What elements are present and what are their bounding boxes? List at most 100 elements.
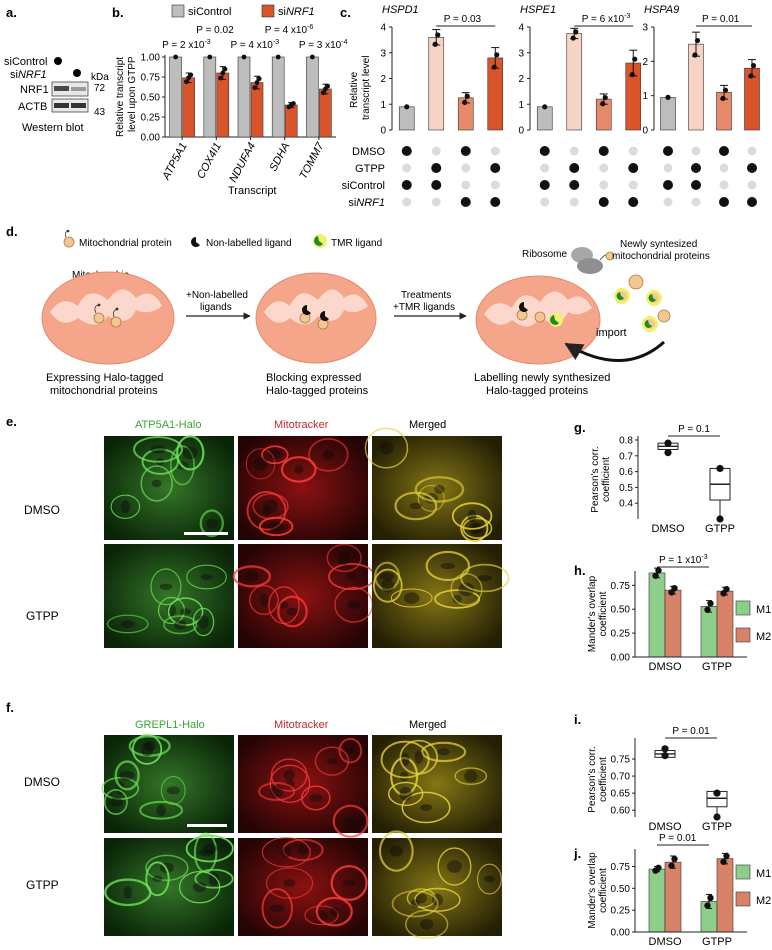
cell-nucleus [283, 769, 295, 781]
cell-outline [268, 586, 300, 625]
h-point [723, 585, 730, 593]
dot-filled [460, 146, 471, 156]
cell-outline [315, 896, 353, 927]
dot-empty [431, 146, 441, 156]
cell-outline [110, 494, 141, 519]
cell-nucleus [342, 879, 356, 887]
cell-outline [265, 867, 314, 899]
cell-nucleus [262, 505, 271, 516]
dot-filled [401, 146, 412, 156]
c-ylabel-2: transcript level [361, 56, 372, 120]
c-ytick-label: 2 [642, 57, 648, 68]
import-arrow [564, 340, 666, 362]
point [632, 56, 638, 62]
j-ylabel-1: Mander's overlap [587, 852, 598, 929]
cell-nucleus [245, 571, 259, 582]
dot-empty [599, 180, 609, 190]
point [320, 90, 326, 96]
c-bar [660, 97, 676, 131]
point [252, 85, 258, 91]
cell-outline [261, 888, 293, 929]
b-category-label: ATP5A1 [160, 141, 190, 183]
panel-e-label: e. [6, 414, 17, 429]
cell-nucleus [120, 500, 131, 514]
h-bar-m1 [648, 572, 666, 658]
cell-outline [330, 865, 368, 901]
cell-outline [388, 781, 424, 807]
b-ytick-label: 0.50 [141, 93, 161, 104]
j-bar-m1 [648, 868, 666, 933]
cell-outline [150, 568, 182, 606]
dot-filled [747, 197, 757, 207]
c-ytick-label: 3 [518, 48, 524, 59]
e-col-label-2: Mitotracker [274, 419, 329, 431]
cell-nucleus [208, 871, 220, 886]
panel-g-label: g. [574, 420, 586, 435]
cell-outline [139, 800, 184, 820]
point [720, 95, 726, 102]
i-category-label: GTPP [702, 821, 732, 833]
point [722, 87, 729, 93]
cell-nucleus [152, 875, 163, 882]
point [222, 66, 228, 72]
cell-outline [326, 543, 362, 573]
cell-nucleus [108, 797, 124, 807]
cell-outline [338, 737, 363, 764]
point [494, 52, 500, 58]
cell-outline [131, 734, 163, 765]
j-legend-swatch [735, 864, 751, 880]
point [325, 83, 330, 89]
arrow2-line2: +TMR ligands [393, 302, 455, 313]
cell-nucleus [389, 845, 404, 857]
j-ytick-label: 0.25 [611, 906, 631, 917]
h-ylabel-2: coefficient [598, 591, 609, 636]
dot-filled [569, 163, 580, 173]
c-p-value: P = 6 x10-3 [582, 13, 631, 25]
dot-row-label: GTPP [355, 163, 385, 175]
h-legend-swatch [735, 627, 751, 643]
cell-nucleus [399, 771, 409, 782]
i-ytick-label: 0.70 [611, 772, 631, 783]
cell-nucleus [279, 601, 289, 609]
cell-nucleus [409, 502, 423, 510]
j-point [668, 862, 675, 869]
b-ylabel-1: Relative transcript [115, 57, 126, 137]
f-col-label-2: Mitotracker [274, 719, 329, 731]
cap1-line2: mitochondrial proteins [50, 385, 158, 397]
h-bar-m2 [716, 590, 734, 658]
dot-filled [431, 180, 442, 190]
cell-nucleus [326, 758, 337, 765]
point [542, 104, 548, 110]
h-ytick-label: 0.75 [611, 581, 631, 592]
cell-nucleus [440, 562, 455, 570]
micrograph-e-glow [372, 436, 502, 540]
cell-nucleus [400, 752, 410, 767]
cell-nucleus [193, 882, 207, 893]
cell-nucleus [419, 919, 434, 930]
lane-label-sinrf1-gene: NRF1 [18, 69, 47, 81]
legend-mito-protein: Mitochondrial protein [79, 238, 172, 249]
dot-filled [719, 146, 729, 156]
cell-nucleus [379, 441, 394, 455]
cell-outline [437, 847, 472, 886]
cap2-line2: Halo-tagged proteins [266, 385, 369, 397]
dot-filled [719, 197, 729, 207]
cell-nucleus [464, 769, 478, 783]
cell-nucleus [263, 499, 279, 514]
b-ytick-label: 1.00 [141, 53, 161, 64]
dot-row-label: siNRF1 [348, 197, 385, 209]
dot-empty [747, 146, 757, 156]
cell-outline [277, 595, 308, 628]
cell-outline [399, 739, 439, 775]
lane-dot-2 [73, 69, 81, 77]
cell-nucleus [346, 747, 355, 754]
h-bar-m2 [664, 589, 682, 658]
g-ytick-label: 0.5 [619, 483, 633, 494]
h-bar-m1 [700, 606, 718, 658]
b-category-label: NDUFA4 [227, 141, 258, 185]
bar-sicontrol [237, 56, 251, 138]
cell-nucleus [458, 582, 475, 597]
b-p-value: P = 0.02 [196, 25, 234, 36]
j-legend-label: M1 [756, 868, 771, 880]
i-ylabel-2: coefficient [598, 757, 609, 802]
